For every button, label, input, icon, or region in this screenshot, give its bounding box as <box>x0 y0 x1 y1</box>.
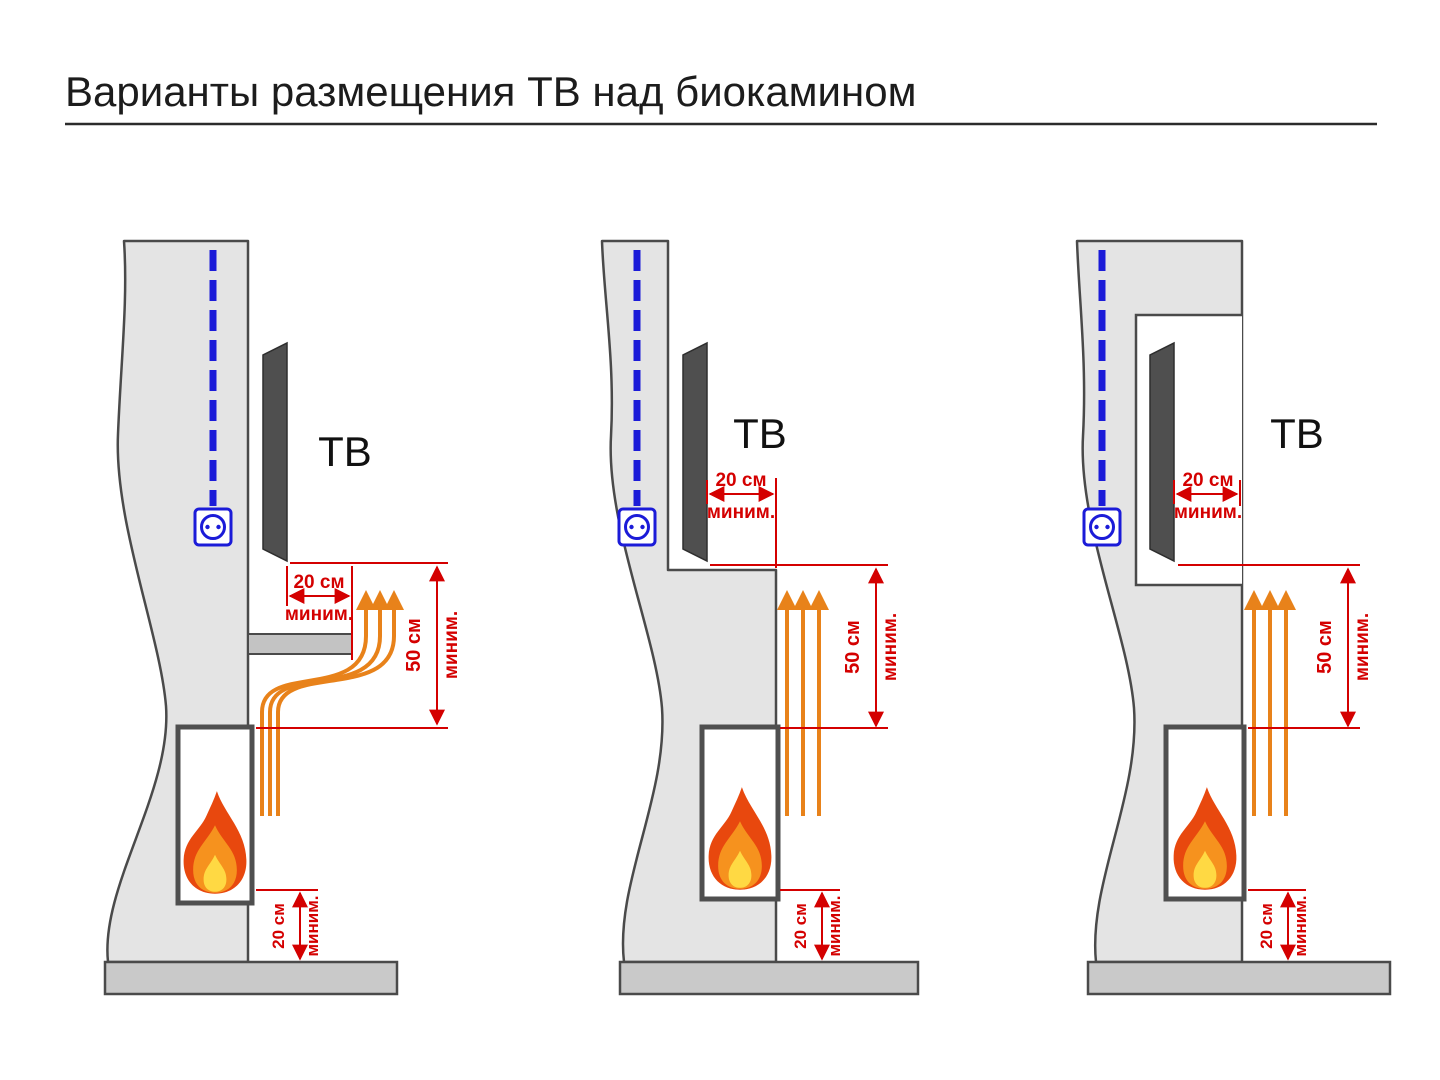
floor <box>1086 960 1392 996</box>
dim-value: 50 см <box>842 620 864 674</box>
tv-side-view <box>1149 341 1175 563</box>
fireplace <box>1163 724 1247 902</box>
dim-minimum: миним. <box>1291 895 1310 956</box>
dim-minimum: миним. <box>1174 502 1242 523</box>
fireplace <box>175 724 255 906</box>
dim-value: 20 см <box>269 903 288 949</box>
dimension-front-20cm: 20 см миним. <box>1173 470 1242 523</box>
dim-value: 50 см <box>403 618 425 672</box>
power-outlet-icon <box>1082 507 1122 547</box>
dim-minimum: миним. <box>707 502 775 523</box>
power-outlet-icon <box>193 507 233 547</box>
dimension-front-20cm: 20 см миним. <box>706 470 777 568</box>
tv-side-view <box>682 341 708 563</box>
panel-variant-shelf: ТВ 20 см миним. 50 см миним. <box>103 239 462 996</box>
floor <box>103 960 399 996</box>
heat-arrow <box>276 590 404 816</box>
dim-minimum: миним. <box>825 895 844 956</box>
power-outlet-icon <box>617 507 657 547</box>
heat-flow-arrows <box>1244 590 1296 816</box>
tv-side-view <box>262 341 288 563</box>
dim-minimum: миним. <box>441 611 462 679</box>
dimension-above-50cm: 50 см миним. <box>256 562 462 729</box>
heat-flow-arrows <box>777 590 829 816</box>
dimension-below-20cm: 20 см миним. <box>256 889 322 961</box>
dim-value: 20 см <box>715 470 766 491</box>
heat-flow-arrows <box>260 590 404 816</box>
dim-value: 20 см <box>1257 903 1276 949</box>
heat-arrow <box>268 590 390 816</box>
dim-minimum: миним. <box>1352 613 1373 681</box>
dimension-above-50cm: 50 см миним. <box>710 564 901 729</box>
dim-minimum: миним. <box>285 604 353 625</box>
dim-minimum: миним. <box>303 895 322 956</box>
dim-minimum: миним. <box>880 613 901 681</box>
dim-value: 20 см <box>791 903 810 949</box>
dimension-above-50cm: 50 см миним. <box>1178 564 1373 729</box>
dim-value: 20 см <box>1182 470 1233 491</box>
dim-value: 20 см <box>293 572 344 593</box>
panel-variant-niche: ТВ 20 см миним. 50 см миним. <box>1075 239 1392 996</box>
dimension-front-20cm: 20 см миним. <box>285 566 353 660</box>
fireplace <box>699 724 781 902</box>
tv-label: ТВ <box>318 428 372 475</box>
tv-label: ТВ <box>733 410 787 457</box>
tv-label: ТВ <box>1270 410 1324 457</box>
page-title: Варианты размещения ТВ над биокамином <box>65 68 916 115</box>
floor <box>618 960 920 996</box>
panel-variant-step: ТВ 20 см миним. 50 см миним. <box>600 239 920 996</box>
dim-value: 50 см <box>1314 620 1336 674</box>
dimension-below-20cm: 20 см миним. <box>780 889 844 961</box>
protective-shelf <box>247 633 353 655</box>
dimension-below-20cm: 20 см миним. <box>1248 889 1310 961</box>
